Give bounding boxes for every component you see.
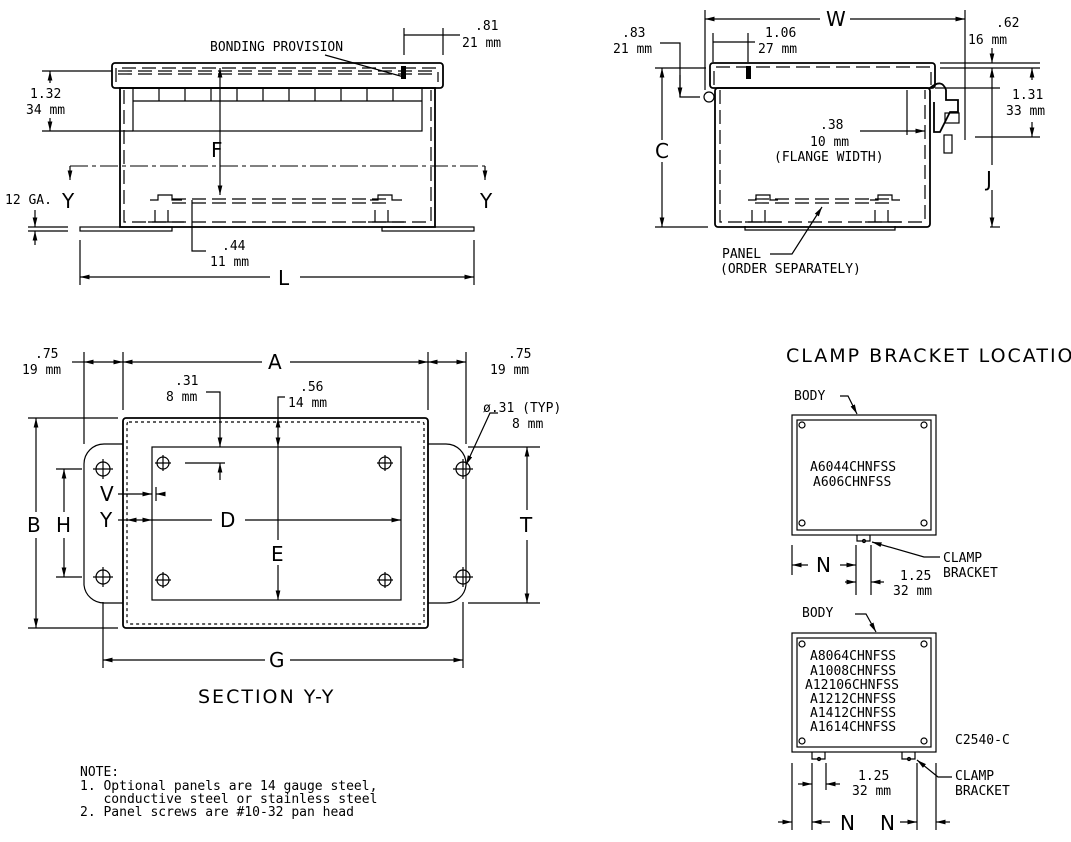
- dim-075-right-in: .75: [508, 347, 531, 362]
- model-number: A1614CHNFSS: [810, 720, 896, 735]
- model-number: A1008CHNFSS: [810, 664, 896, 679]
- note-item: conductive steel or stainless steel: [80, 792, 377, 807]
- dim-075-right-mm: 19 mm: [490, 363, 529, 378]
- label-e: E: [271, 542, 284, 566]
- label-a: A: [268, 350, 282, 374]
- dim-125-mm: 32 mm: [893, 584, 932, 599]
- clamp-title: CLAMP BRACKET LOCATIONS: [786, 345, 1071, 367]
- section-title: SECTION Y-Y: [198, 686, 335, 708]
- model-number: A606CHNFSS: [813, 475, 891, 490]
- dim-125-in: 1.25: [900, 569, 931, 584]
- dim-132-in: 1.32: [30, 87, 61, 102]
- label-g: G: [269, 648, 285, 672]
- clamp-bracket-label: CLAMP: [943, 551, 982, 566]
- gauge-label: 12 GA.: [5, 193, 52, 208]
- section-y-right: Y: [479, 189, 493, 213]
- dim-044-in: .44: [222, 239, 246, 254]
- lid: [111, 62, 444, 89]
- dim-125-mm: 32 mm: [852, 784, 891, 799]
- model-number: A8064CHNFSS: [810, 649, 896, 664]
- label-b: B: [27, 513, 41, 537]
- section-view: .75 19 mm A .75 19 mm .31 8 mm .56 14 mm…: [22, 347, 561, 708]
- dim-031-in: .31: [175, 374, 198, 389]
- label-d: D: [220, 508, 235, 532]
- label-c: C: [655, 139, 669, 163]
- model-number: A1412CHNFSS: [810, 706, 896, 721]
- label-n: N: [840, 811, 855, 835]
- bonding-stud: [401, 66, 406, 79]
- clamp-bracket-label: BRACKET: [955, 784, 1010, 799]
- label-h: H: [56, 513, 71, 537]
- bonding-provision-label: BONDING PROVISION: [210, 40, 343, 55]
- end-view: W .83 21 mm 1.06 27 mm .62 16 mm 1.31 33…: [613, 7, 1045, 277]
- label-n: N: [816, 553, 831, 577]
- label-f: F: [211, 138, 223, 162]
- dim-056-in: .56: [300, 380, 323, 395]
- dim-075-left-in: .75: [35, 347, 58, 362]
- dim-075-left-mm: 19 mm: [22, 363, 61, 378]
- dim-031-mm: 8 mm: [166, 390, 197, 405]
- dim-106-in: 1.06: [765, 26, 796, 41]
- dim-038-in: .38: [820, 118, 843, 133]
- dim-131-mm: 33 mm: [1006, 104, 1045, 119]
- label-y: Y: [99, 508, 113, 532]
- label-t: T: [519, 513, 533, 537]
- drawing-number: C2540-C: [955, 733, 1010, 748]
- label-n: N: [880, 811, 895, 835]
- body-label: BODY: [802, 606, 833, 621]
- body-label: BODY: [794, 389, 825, 404]
- side-view: BONDING PROVISION .81 21 mm 1.32 34 mm F…: [5, 19, 501, 290]
- section-y-left: Y: [61, 189, 75, 213]
- dim-044-mm: 11 mm: [210, 255, 249, 270]
- note-item: 2. Panel screws are #10-32 pan head: [80, 805, 354, 820]
- dim-081-in: .81: [475, 19, 498, 34]
- dim-125-in: 1.25: [858, 769, 889, 784]
- panel-note: (ORDER SEPARATELY): [720, 262, 861, 277]
- flange-width-label: (FLANGE WIDTH): [774, 150, 884, 165]
- label-j: J: [984, 167, 992, 191]
- panel-label: PANEL: [722, 247, 761, 262]
- hole-diameter-label: ø.31 (TYP): [483, 401, 561, 416]
- dim-083-mm: 21 mm: [613, 42, 652, 57]
- louvre: [132, 87, 423, 132]
- label-w: W: [826, 7, 846, 31]
- dim-062-mm: 16 mm: [968, 33, 1007, 48]
- dim-038-mm: 10 mm: [810, 135, 849, 150]
- model-number: A6044CHNFSS: [810, 460, 896, 475]
- notes-heading: NOTE:: [80, 765, 119, 780]
- dim-132-mm: 34 mm: [26, 103, 65, 118]
- label-v: V: [100, 482, 114, 506]
- hole-diameter-mm: 8 mm: [512, 417, 543, 432]
- dim-062-in: .62: [996, 16, 1019, 31]
- dim-081-mm: 21 mm: [462, 36, 501, 51]
- note-item: 1. Optional panels are 14 gauge steel,: [80, 779, 377, 794]
- clamp-bracket-label: CLAMP: [955, 769, 994, 784]
- label-l: L: [278, 266, 290, 290]
- dim-056-mm: 14 mm: [288, 396, 327, 411]
- clamp-bracket-locations: CLAMP BRACKET LOCATIONS BODY A6044CHNFSS…: [778, 345, 1071, 835]
- dim-131-in: 1.31: [1012, 88, 1043, 103]
- clamp-bracket-label: BRACKET: [943, 566, 998, 581]
- dim-083-in: .83: [622, 26, 645, 41]
- model-number: A1212CHNFSS: [810, 692, 896, 707]
- dim-106-mm: 27 mm: [758, 42, 797, 57]
- body: [119, 87, 436, 228]
- model-number: A12106CHNFSS: [805, 678, 899, 693]
- notes: NOTE: 1. Optional panels are 14 gauge st…: [80, 765, 377, 820]
